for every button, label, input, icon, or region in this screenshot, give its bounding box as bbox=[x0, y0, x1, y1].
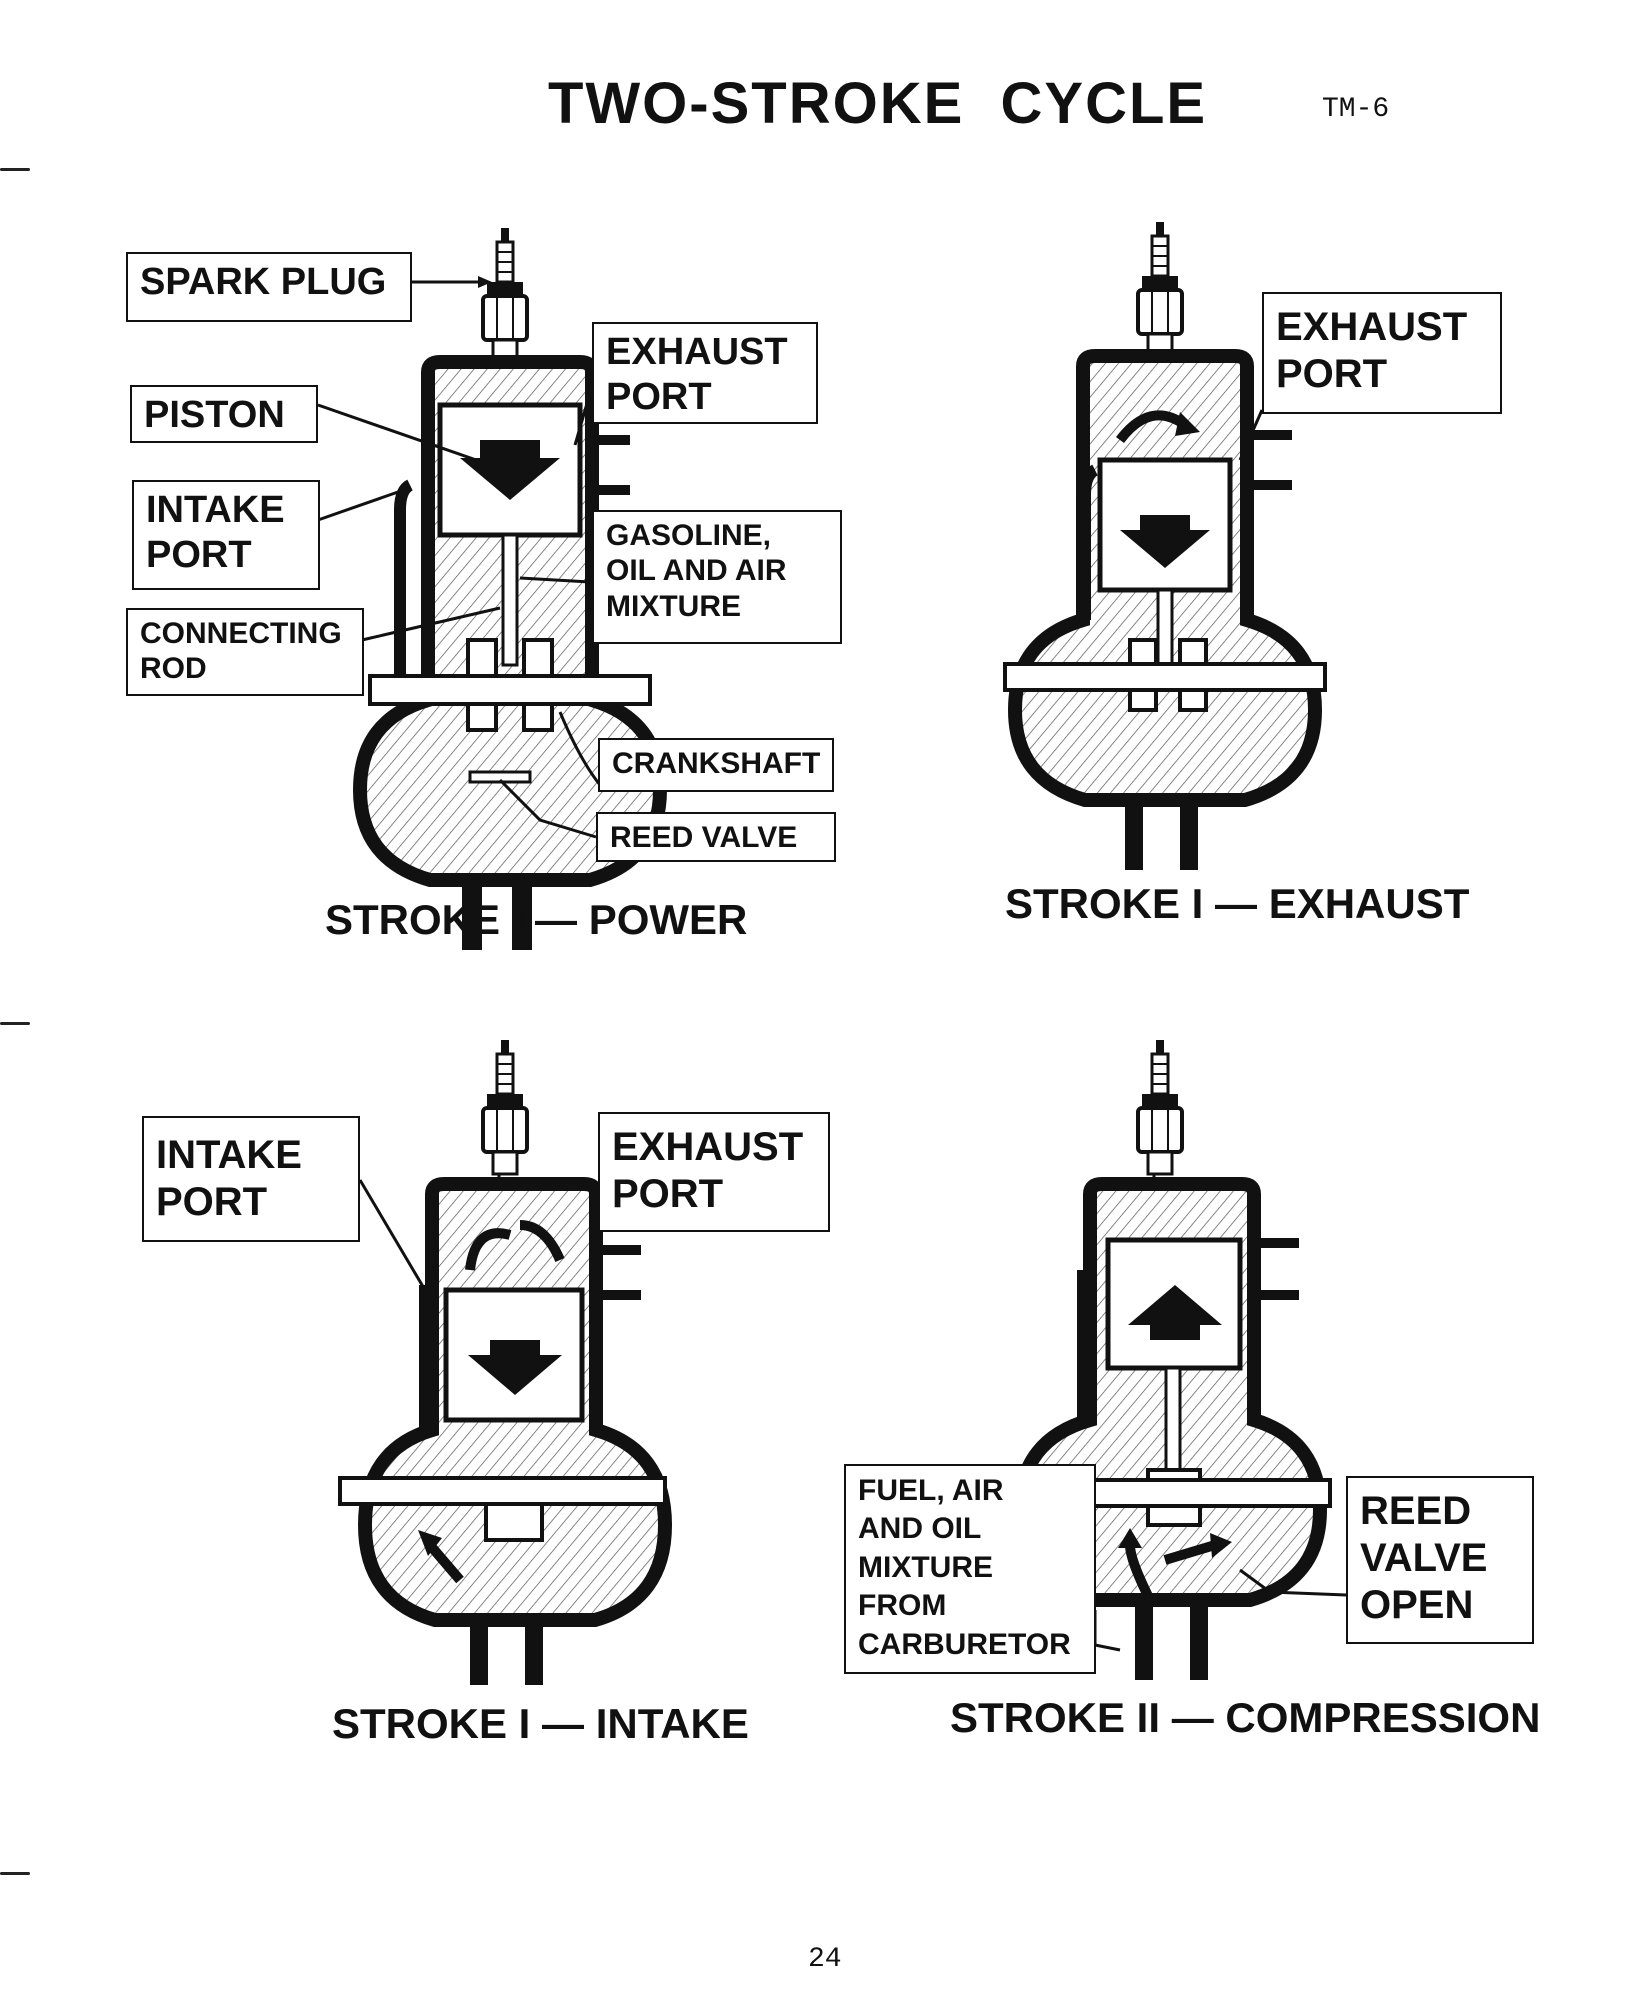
caption-intake: STROKE I — INTAKE bbox=[332, 1700, 749, 1747]
page-title: TWO-STROKE CYCLE bbox=[548, 71, 1208, 136]
label-reed-valve: REED VALVE bbox=[596, 812, 836, 862]
caption-power: STROKE I — POWER bbox=[325, 896, 748, 943]
engine-compression bbox=[1012, 1040, 1347, 1680]
page-number: 24 bbox=[808, 1944, 842, 1975]
engine-intake bbox=[338, 1040, 673, 1685]
caption-exhaust: STROKE I — EXHAUST bbox=[1005, 880, 1470, 927]
label-spark-plug: SPARK PLUG bbox=[126, 252, 412, 322]
scan-mark bbox=[0, 1872, 30, 1875]
engine-power bbox=[317, 228, 668, 950]
scan-mark bbox=[0, 1022, 30, 1025]
document-code: TM-6 bbox=[1322, 94, 1390, 125]
label-crankshaft: CRANKSHAFT bbox=[598, 738, 834, 792]
scan-mark bbox=[0, 168, 30, 171]
engine-exhaust bbox=[1003, 222, 1327, 870]
caption-compression: STROKE II — COMPRESSION bbox=[950, 1694, 1541, 1741]
label-piston: PISTON bbox=[130, 385, 318, 443]
